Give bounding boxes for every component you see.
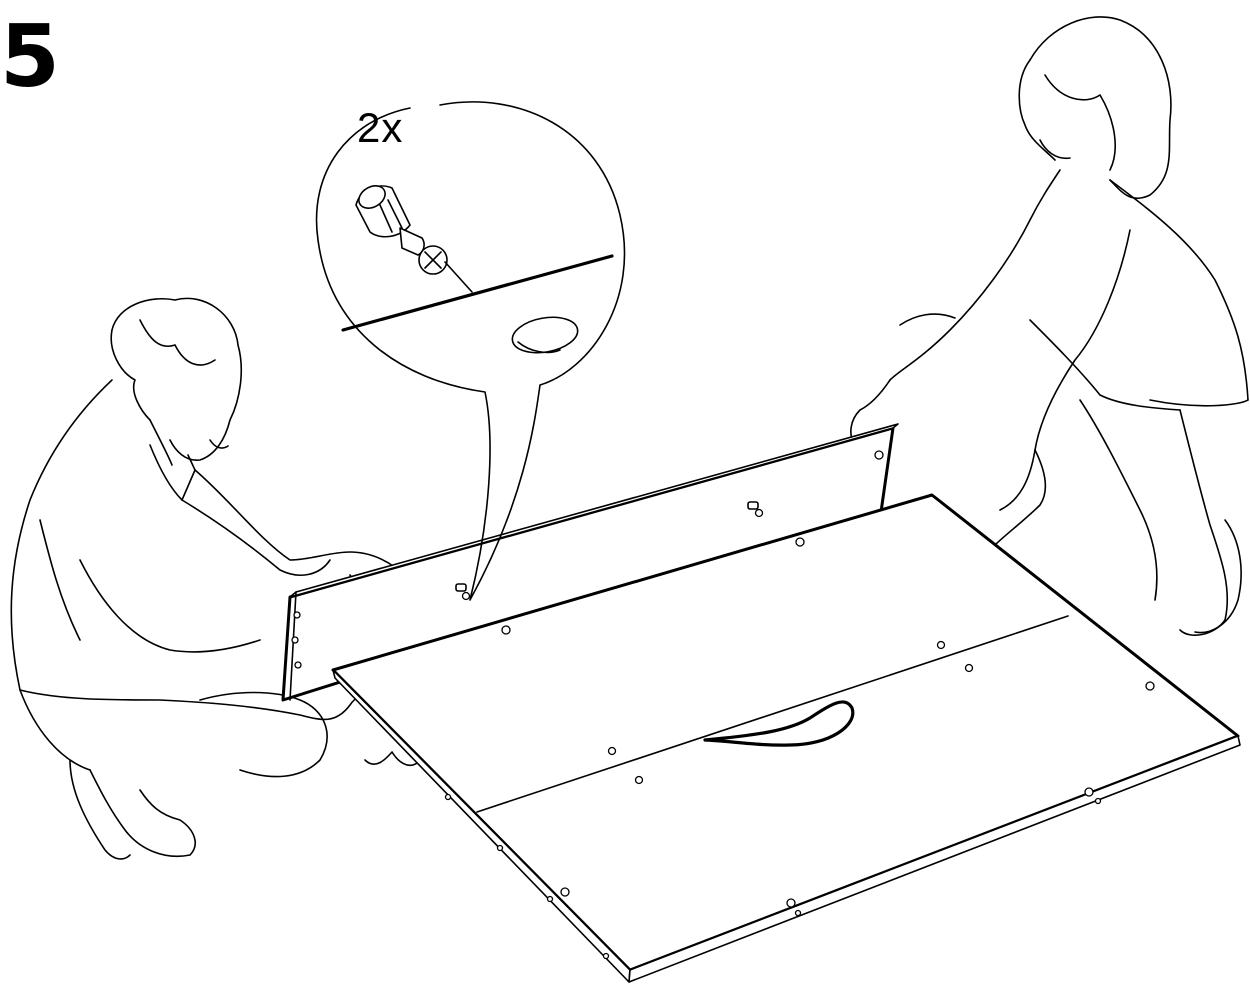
step-number: 5 <box>0 7 60 107</box>
person-left-illustration <box>10 297 422 860</box>
quantity-label: 2x <box>357 104 404 151</box>
dowel-icon <box>455 583 471 601</box>
cam-lock-dowel-icon <box>355 185 473 293</box>
dowel-icon <box>747 501 764 518</box>
detail-callout <box>315 101 626 601</box>
top-panel <box>331 493 1241 983</box>
